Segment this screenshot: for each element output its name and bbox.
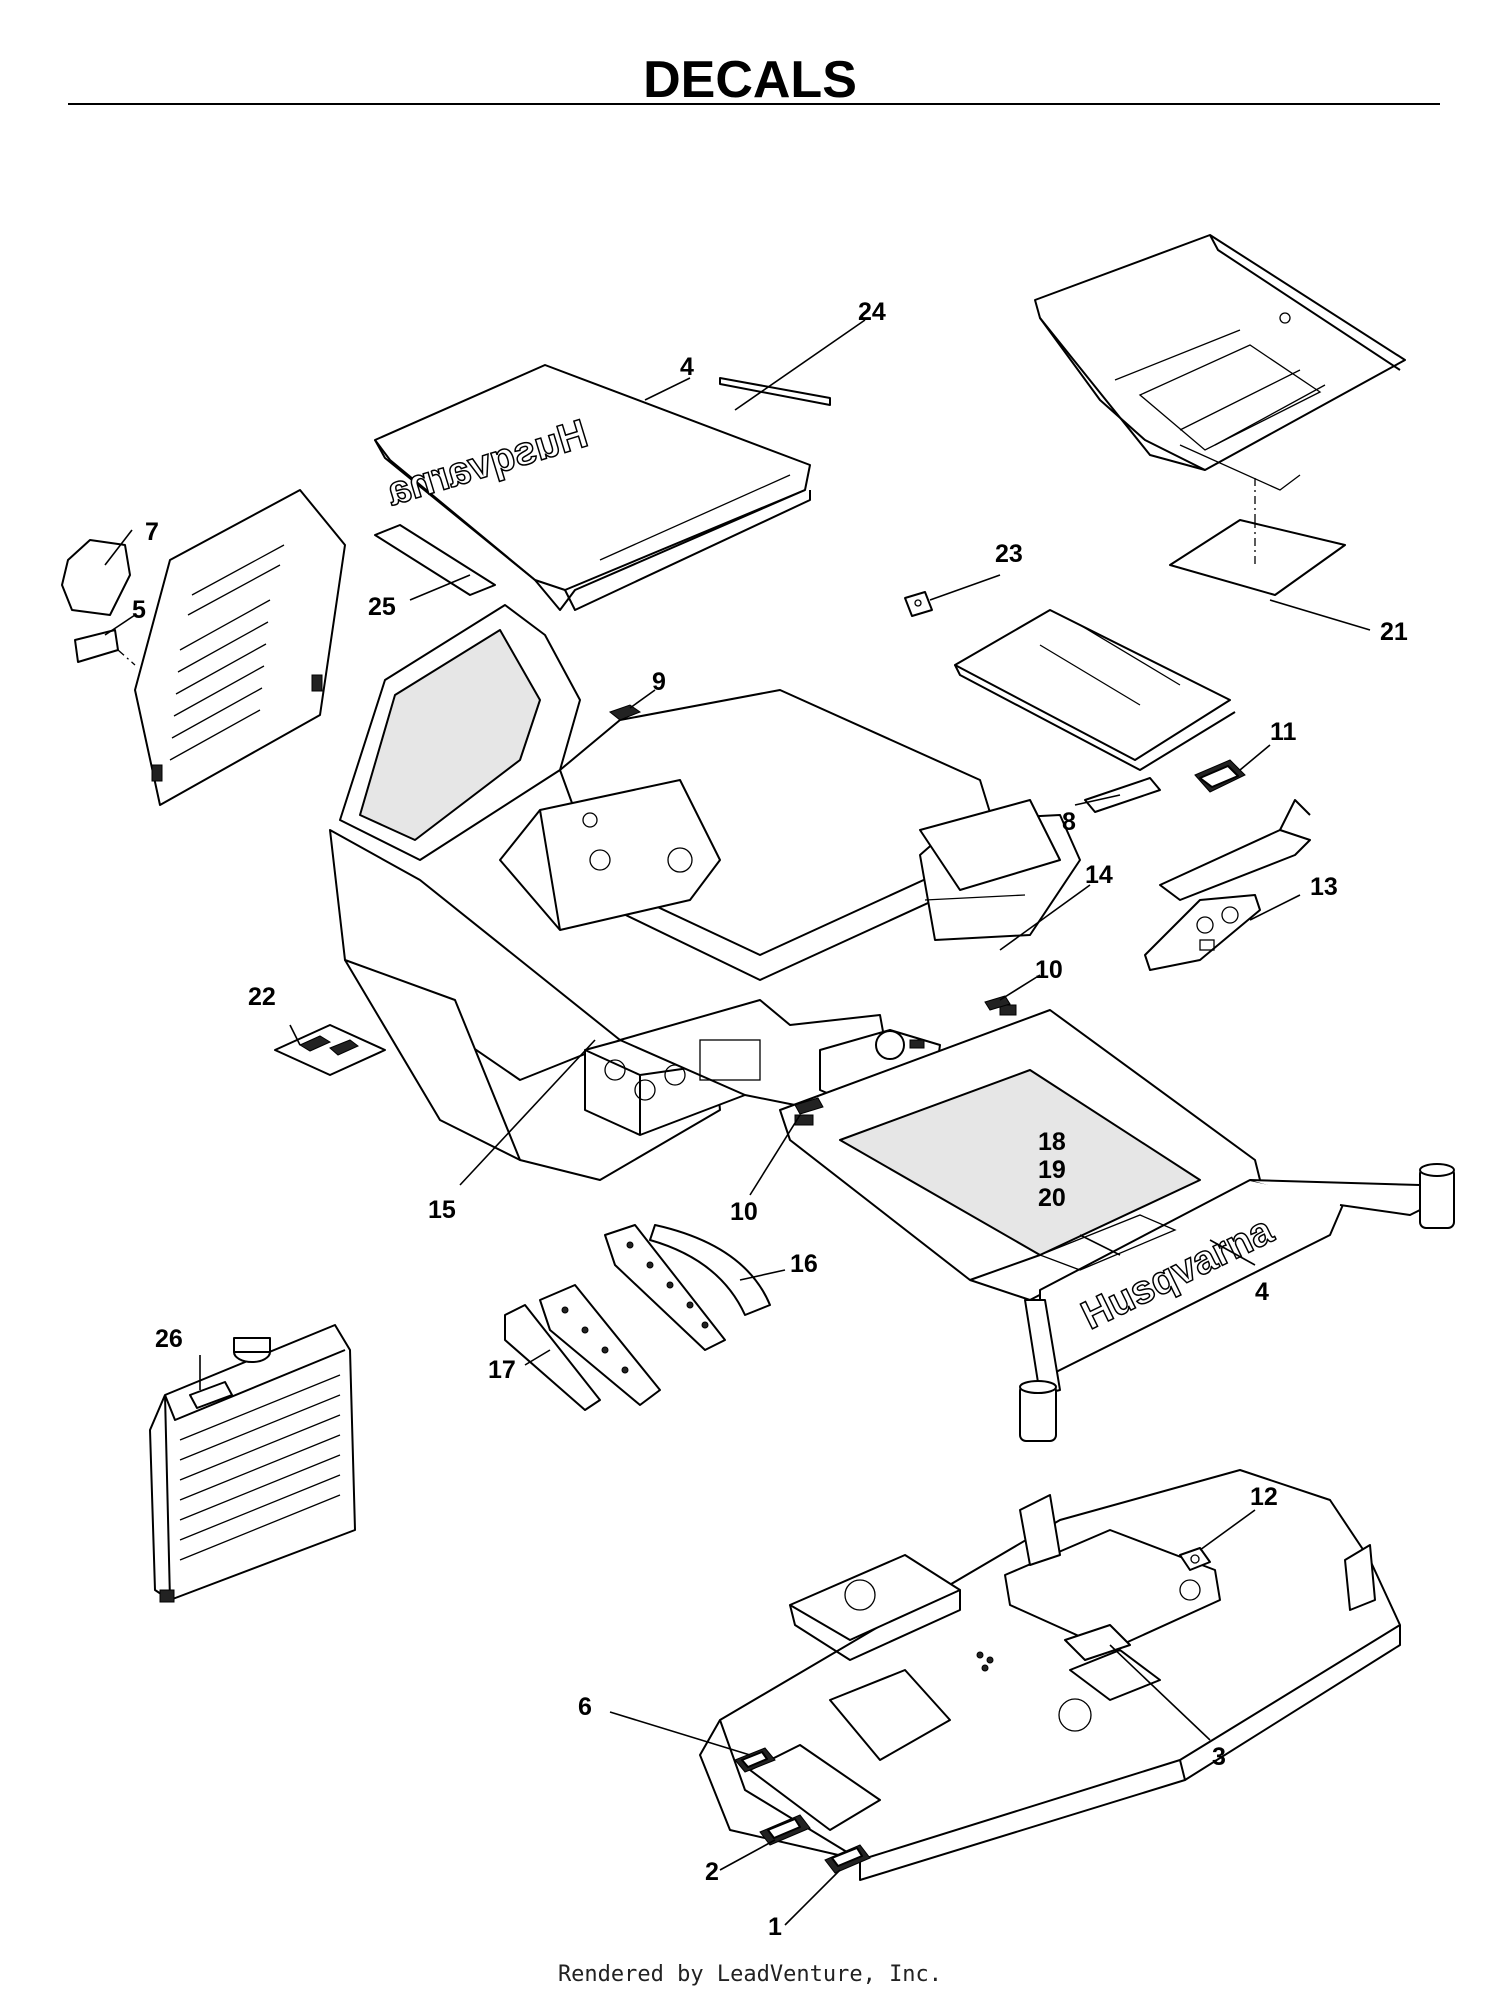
callout-21: 21	[1380, 618, 1408, 646]
callout-4-bumper: 4	[1255, 1278, 1269, 1306]
decal-10-lower	[794, 1097, 824, 1115]
decal-17	[504, 1304, 601, 1411]
callout-9: 9	[652, 668, 666, 696]
mower-deck	[699, 1469, 1401, 1881]
seat-bracket	[954, 609, 1236, 771]
callout-18: 18	[1038, 1128, 1066, 1156]
decal-10-upper	[984, 995, 1011, 1011]
decal-16	[649, 1224, 771, 1316]
callout-20: 20	[1038, 1184, 1066, 1212]
decal-26	[189, 1381, 233, 1409]
decal-13	[1144, 894, 1261, 971]
callout-14: 14	[1085, 861, 1113, 889]
callout-16: 16	[790, 1250, 818, 1278]
callout-23: 23	[995, 540, 1023, 568]
radiator	[149, 1324, 356, 1603]
callout-8: 8	[1062, 808, 1076, 836]
decal-18-19-20	[1038, 1214, 1177, 1271]
callout-6: 6	[578, 1693, 592, 1721]
title-rule	[68, 103, 1440, 105]
decal-12	[1179, 1547, 1211, 1571]
decal-14	[919, 799, 1061, 891]
callout-2: 2	[705, 1858, 719, 1886]
grille-panel	[134, 489, 346, 806]
decal-11	[1194, 759, 1246, 793]
hitch-bracket	[1159, 799, 1311, 901]
decal-7	[61, 539, 131, 616]
callout-1: 1	[768, 1913, 782, 1941]
plate-17	[539, 1284, 661, 1406]
callout-10-lower: 10	[730, 1198, 758, 1226]
callout-22: 22	[248, 983, 276, 1011]
callout-19: 19	[1038, 1156, 1066, 1184]
callout-24: 24	[858, 298, 886, 326]
callout-13: 13	[1310, 873, 1338, 901]
decal-9	[608, 704, 642, 721]
decal-25	[374, 524, 496, 596]
footer-credit: Rendered by LeadVenture, Inc.	[557, 1962, 943, 1987]
plate-16	[604, 1224, 726, 1351]
callout-11: 11	[1270, 718, 1297, 746]
callout-10-upper: 10	[1035, 956, 1063, 984]
seat-pan: Husqvarna	[374, 364, 811, 611]
callout-labels: 1 2 3 4 4 5 6 7 8 9 10 10 11 12 13 14 15…	[132, 298, 1408, 1941]
callout-7: 7	[145, 518, 159, 546]
callout-15: 15	[428, 1196, 456, 1224]
decal-24	[719, 377, 831, 406]
decal-8	[1084, 777, 1161, 813]
page-title: DECALS	[643, 51, 857, 109]
decal-5	[74, 629, 119, 663]
decal-22	[274, 1024, 386, 1076]
leader-lines	[104, 319, 1371, 1926]
decal-6	[734, 1747, 776, 1773]
callout-17: 17	[488, 1356, 516, 1384]
floor-pan	[1034, 234, 1406, 491]
callout-25: 25	[368, 593, 396, 621]
callout-4-seat: 4	[680, 353, 694, 381]
decal-23	[904, 591, 933, 617]
callout-26: 26	[155, 1325, 183, 1353]
callout-5: 5	[132, 596, 146, 624]
decal-1	[824, 1844, 871, 1874]
decal-2	[759, 1814, 811, 1846]
callout-12: 12	[1250, 1483, 1278, 1511]
decal-3	[1064, 1624, 1131, 1661]
decal-21	[1169, 519, 1346, 596]
callout-3: 3	[1212, 1743, 1226, 1771]
